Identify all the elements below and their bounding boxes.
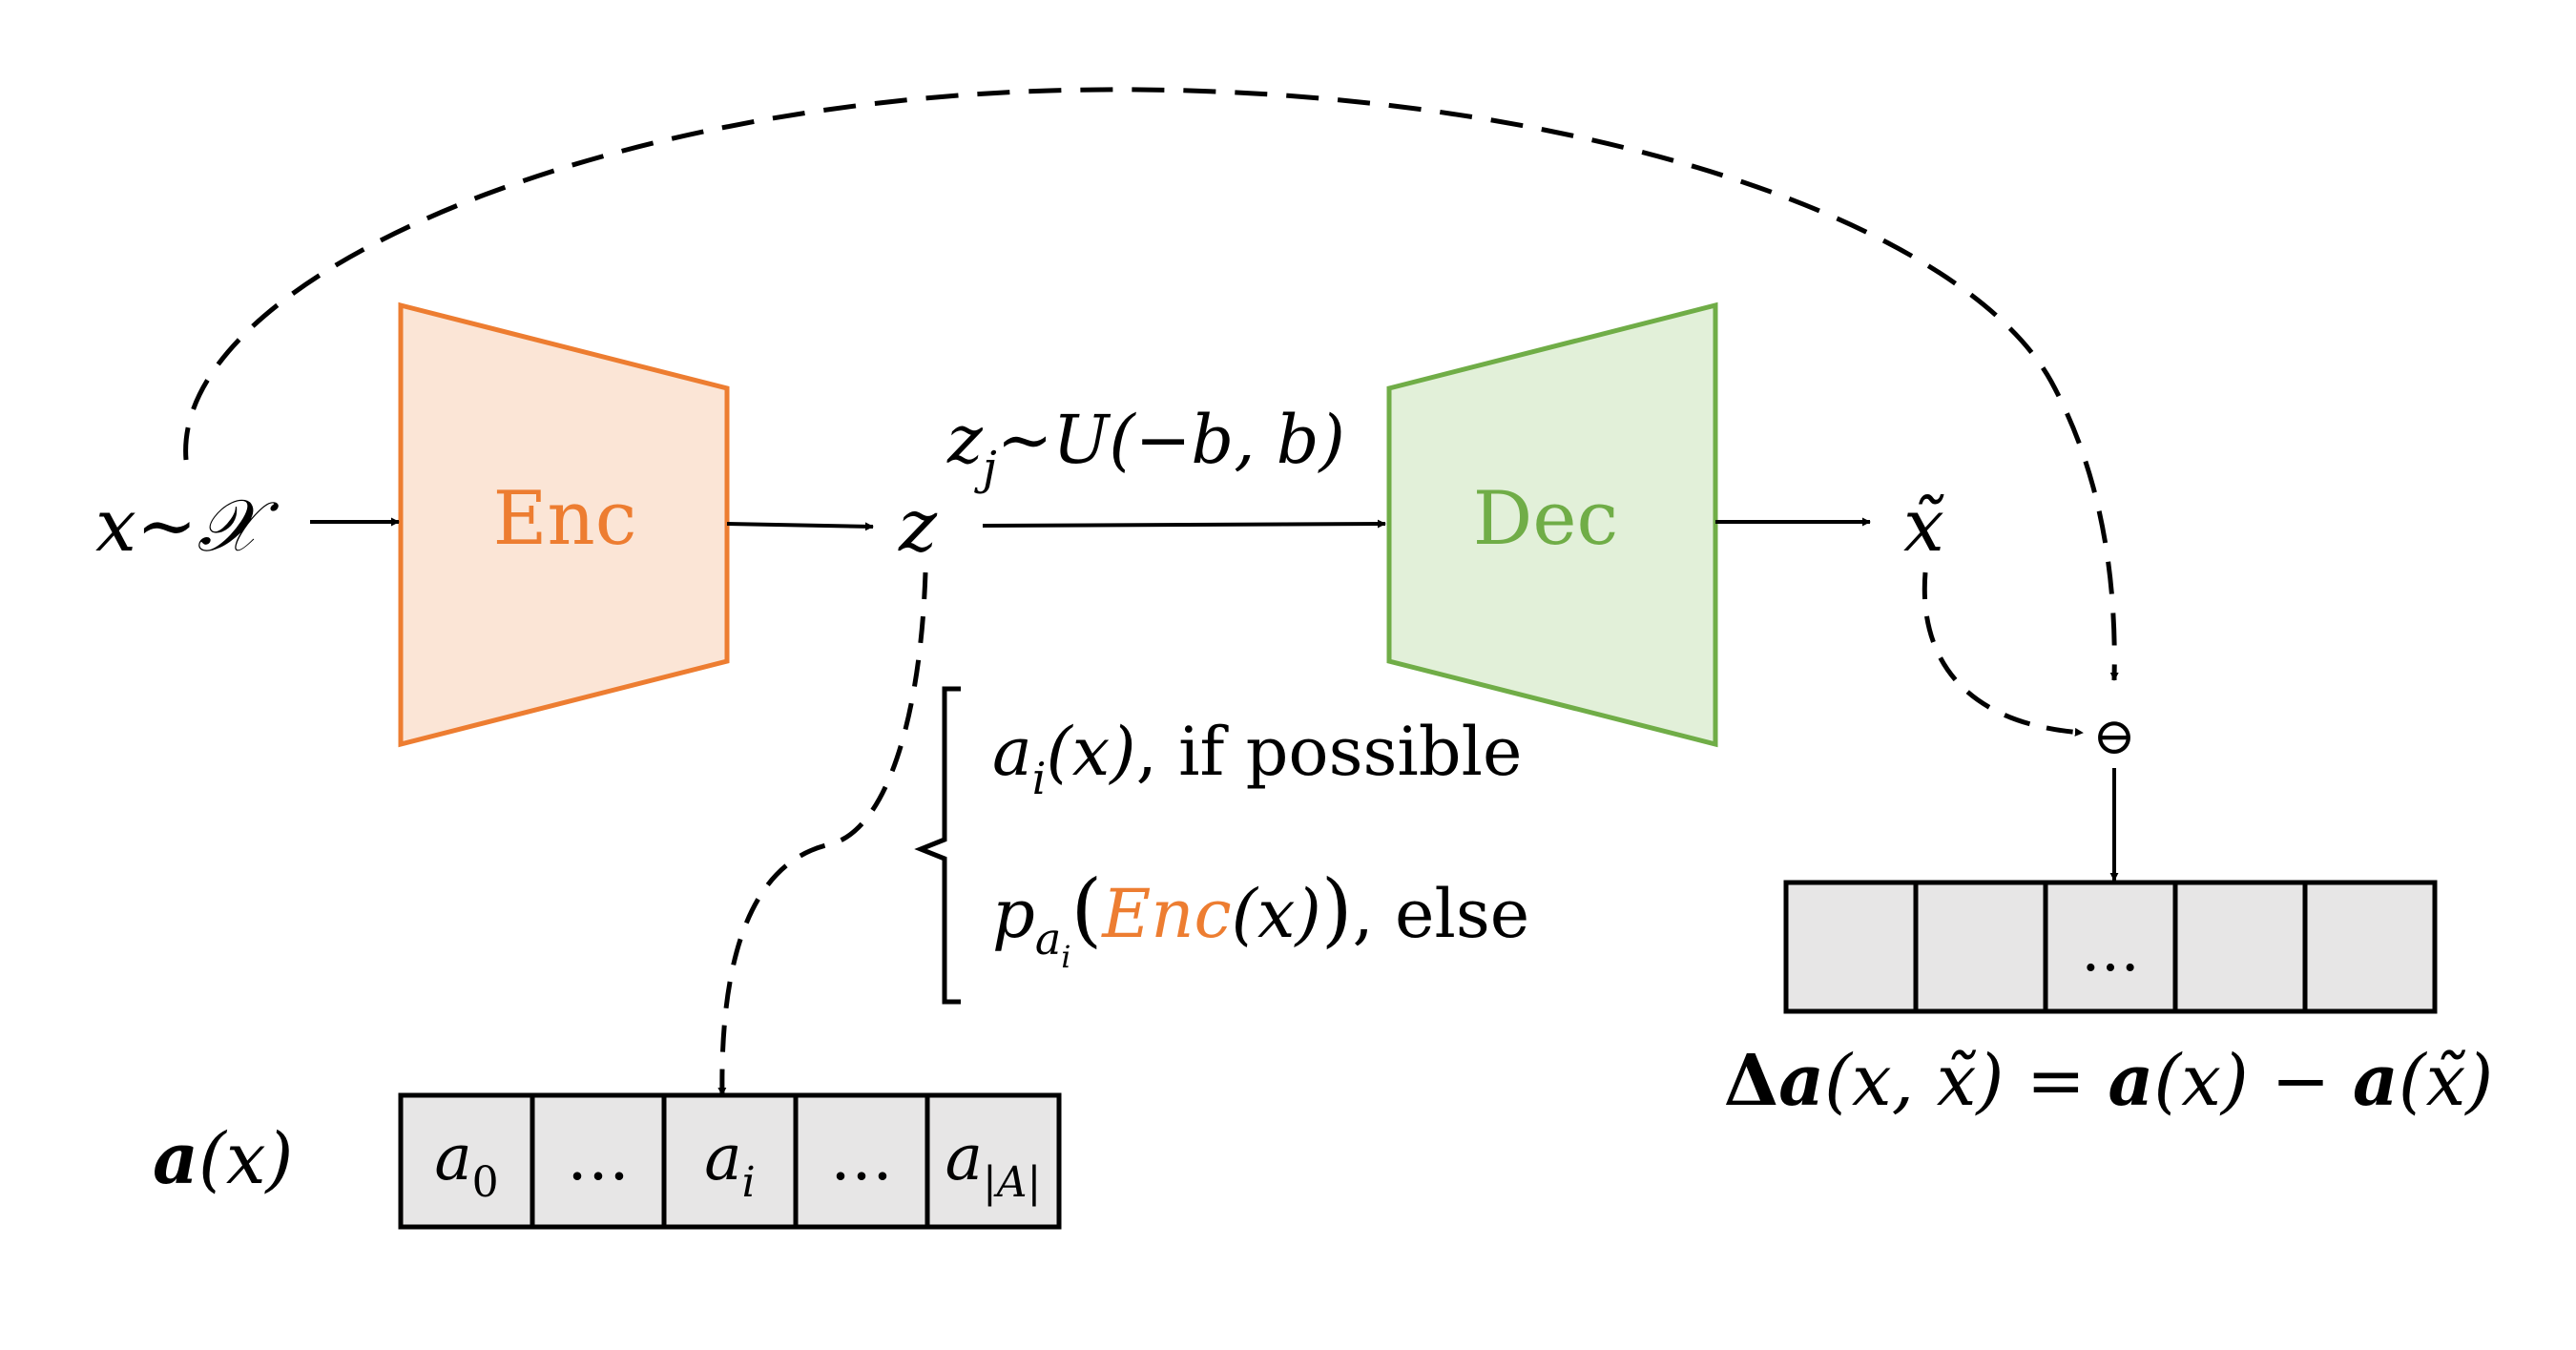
delta-cell xyxy=(2172,880,2308,1014)
attribute-vector-label: a(x) xyxy=(153,1118,293,1200)
case-else: pai(Enc(x)), else xyxy=(992,862,1529,975)
decoder-label: Dec xyxy=(1473,476,1618,562)
attribute-cell-label: … xyxy=(567,1121,630,1194)
dashed-path-latent-to-attribute xyxy=(717,571,928,1096)
case-if-possible: ai(x), if possible xyxy=(992,713,1522,804)
sampling-annotation: zj∼U(−b, b) xyxy=(946,401,1345,495)
delta-cell xyxy=(1913,880,2048,1014)
delta-cell xyxy=(2302,880,2438,1014)
attribute-vector: a0 … ai … a|A| xyxy=(398,1092,1062,1230)
encoder-label: Enc xyxy=(493,476,637,562)
attribute-cell-label: … xyxy=(830,1121,893,1194)
arrow-encoder-to-latent xyxy=(726,522,874,531)
attribute-cell-label: a0 xyxy=(434,1121,498,1207)
attribute-cell-label: ai xyxy=(704,1121,755,1207)
delta-cell xyxy=(2043,880,2178,1014)
attribute-cell xyxy=(924,1092,1062,1230)
delta-vector: … xyxy=(1783,880,2438,1014)
attribute-cell-label: a|A| xyxy=(945,1121,1042,1207)
delta-cell xyxy=(1783,880,1919,1014)
input-variable: x∼𝒳 xyxy=(95,483,280,568)
delta-formula: Δa(x, x̃) = a(x) − a(x̃) xyxy=(1724,1040,2494,1122)
attribute-cell xyxy=(398,1092,535,1230)
dashed-path-reconstruction-to-operator xyxy=(1922,571,2084,737)
arrow-latent-to-decoder xyxy=(982,519,1386,529)
latent-variable: z xyxy=(898,483,938,568)
difference-operator: ⊖ xyxy=(2092,706,2135,766)
reconstruction-variable: x̃ xyxy=(1903,483,1944,568)
cases-brace xyxy=(914,686,961,1005)
encoder-block xyxy=(398,301,730,748)
decoder-block xyxy=(1386,301,1718,748)
attribute-cell xyxy=(661,1092,799,1230)
attribute-cell xyxy=(793,1092,930,1230)
delta-cell-label: … xyxy=(2081,915,2140,985)
attribute-cell xyxy=(530,1092,667,1230)
